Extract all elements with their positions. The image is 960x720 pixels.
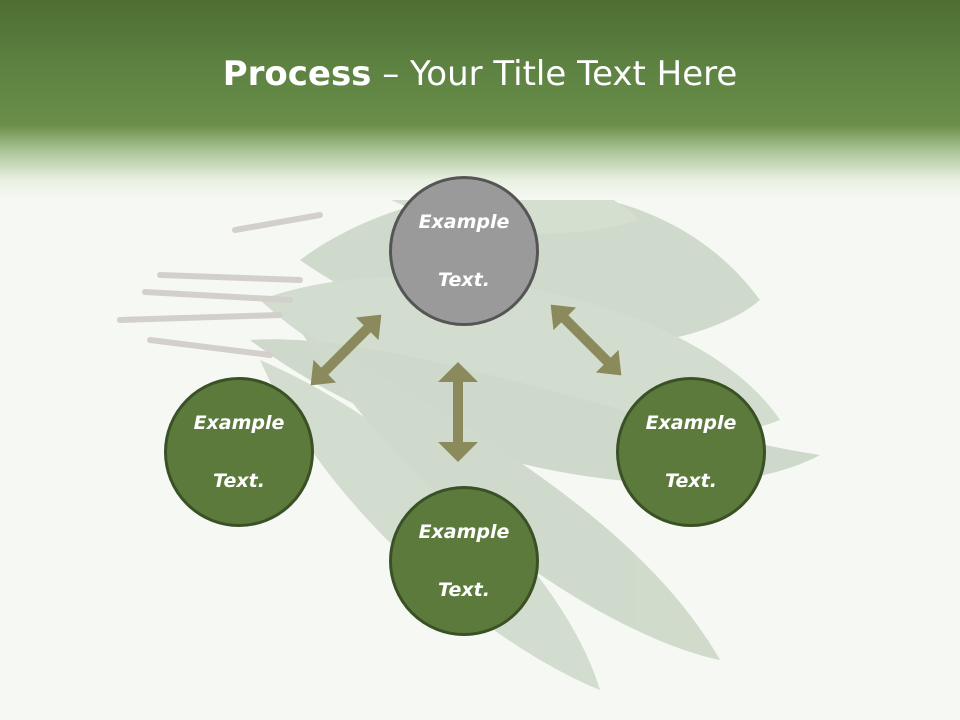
node-bottom-line2: Text. <box>438 578 490 601</box>
node-bottom-line1: Example <box>418 520 510 543</box>
arrow-left-diagonal <box>310 314 382 386</box>
node-left-line2: Text. <box>213 469 265 492</box>
title-bar <box>0 0 960 200</box>
node-left-line1: Example <box>193 411 285 434</box>
arrow-vertical <box>438 362 478 462</box>
node-top-line1: Example <box>418 210 510 233</box>
node-right-line1: Example <box>645 411 737 434</box>
arrow-right-diagonal <box>550 304 622 376</box>
node-right-line2: Text. <box>665 469 717 492</box>
title-rest: – Your Title Text Here <box>371 54 738 94</box>
node-top-line2: Text. <box>438 268 490 291</box>
slide-title: Process – Your Title Text Here <box>0 52 960 96</box>
title-bold: Process <box>222 54 372 94</box>
